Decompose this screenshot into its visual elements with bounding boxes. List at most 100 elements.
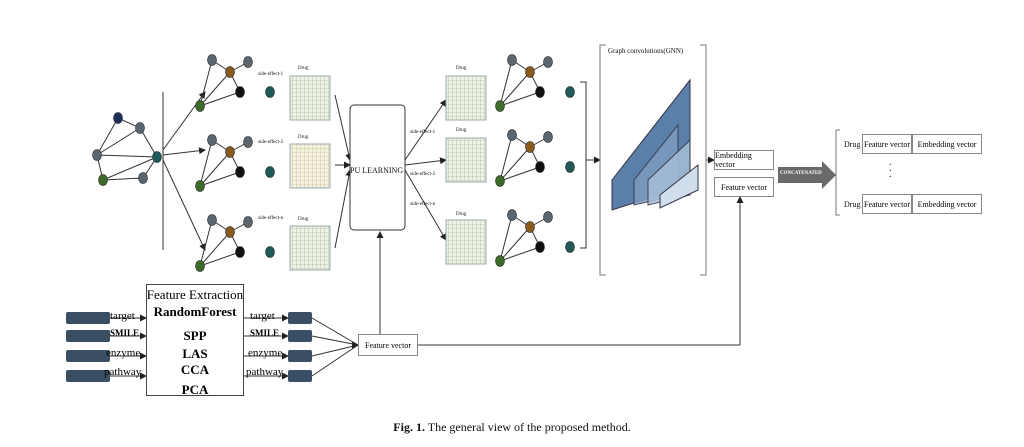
concatenated-label: CONCATENATED (780, 171, 822, 176)
matrix-label-4: Drug (456, 66, 467, 71)
subgraph-node (565, 86, 575, 98)
initial-graph-node (98, 174, 108, 186)
drug-i-embedding-vector: Embedding vector (912, 134, 982, 154)
gnn-planes (611, 78, 699, 211)
subgraph-edge (499, 246, 541, 262)
method-randomforest: RandomForest (153, 304, 237, 319)
subgraph-edge (199, 171, 241, 187)
side-effect-label-n: side-effect-n (258, 216, 284, 221)
input-pathway-label: pathway (104, 366, 142, 378)
matrix-side-effect-2 (289, 143, 331, 189)
subgraph-node (225, 146, 235, 158)
caption-label: Fig. 1. (393, 420, 425, 434)
subgraph-edge (499, 59, 513, 107)
side-effect-label-2: side-effect-2 (258, 140, 284, 145)
subgraph-node (195, 260, 205, 272)
output-bar (288, 370, 312, 382)
drug-j-label: Drug j (844, 200, 865, 209)
initial-graph-node (138, 172, 148, 184)
drug-j-feature-vector: Feature vector (862, 194, 912, 214)
subgraph-edge (499, 166, 541, 182)
subgraph-edge (199, 251, 241, 267)
subgraph-node (243, 56, 253, 68)
subgraph-node (507, 54, 517, 66)
to-feature-vector (311, 344, 359, 357)
subgraph-edge (199, 139, 213, 187)
gnn-bracket-left (599, 44, 606, 276)
matrix-pu-n (445, 219, 487, 265)
initial-graph-node (92, 149, 102, 161)
output-pathway-label: pathway (246, 366, 284, 378)
arrow-matrixn-pu (334, 169, 353, 249)
matrices (289, 75, 487, 271)
gnn-plane-4 (659, 163, 699, 209)
graph-nodes (66, 54, 575, 382)
matrix-label-6: Drug (456, 212, 467, 217)
matrix-pu-1 (445, 75, 487, 121)
subgraph-node (543, 211, 553, 223)
subgraph-node (535, 241, 545, 253)
subgraph-node (195, 180, 205, 192)
input-bar (66, 330, 110, 342)
subgraph-node (265, 246, 275, 258)
subgraph-node (225, 226, 235, 238)
subgraph-edge (499, 226, 531, 262)
initial-graph-node (152, 151, 162, 163)
subgraph-node (265, 166, 275, 178)
subgraph-node (525, 141, 535, 153)
subgraph-node (495, 175, 505, 187)
graph-edge (102, 177, 144, 181)
arrow-to-side-effect-n (162, 159, 206, 251)
subgraph-node (543, 56, 553, 68)
feature-vector-box-right: Feature vector (714, 177, 774, 197)
method-spp: SPP (183, 328, 207, 343)
subgraph-node (495, 100, 505, 112)
subgraph-node (265, 86, 275, 98)
subgraph-edge (499, 214, 513, 262)
drug-j-embedding-vector: Embedding vector (912, 194, 982, 214)
arrow-to-side-effect-2 (162, 147, 206, 156)
matrix-label-2: Drug (298, 135, 309, 140)
subgraph-edge (199, 71, 231, 107)
graph-edge (96, 117, 119, 156)
bracket-right-graphs (580, 81, 587, 249)
subgraph-node (225, 66, 235, 78)
subgraph-node (525, 221, 535, 233)
vertical-ellipsis: ... (889, 157, 892, 180)
subgraph-node (235, 246, 245, 258)
pu-learning-box (349, 104, 406, 231)
matrix-label-5: Drug (456, 128, 467, 133)
subgraph-node (535, 86, 545, 98)
subgraph-edge (499, 134, 513, 182)
to-feature-vector (311, 344, 359, 377)
side-effect-label-1: side-effect-1 (258, 72, 284, 77)
subgraph-node (565, 241, 575, 253)
graph-edge (96, 127, 141, 156)
method-cca: CCA (180, 362, 210, 377)
gnn-label: Graph convolutions(GNN) (608, 47, 684, 55)
subgraph-edge (199, 59, 213, 107)
output-bar (288, 350, 312, 362)
feature-extraction-title: Feature Extraction (146, 287, 244, 302)
input-bar (66, 312, 110, 324)
graph-edge (139, 127, 158, 158)
subgraph-node (207, 54, 217, 66)
subgraph-node (507, 129, 517, 141)
subgraph-edge (499, 146, 531, 182)
input-smile-label: SMILE (110, 328, 140, 338)
matrix-side-effect-n (289, 225, 331, 271)
output-smile-label: SMILE (250, 328, 280, 338)
graph-edge (102, 156, 158, 181)
matrix-label-1: Drug (298, 66, 309, 71)
subgraph-node (207, 214, 217, 226)
feature-extraction-box (146, 284, 244, 396)
subgraph-edge (499, 71, 531, 107)
subgraph-edge (499, 91, 541, 107)
subgraph-node (525, 66, 535, 78)
subgraph-edge (199, 151, 231, 187)
concatenated-arrow (778, 161, 836, 189)
graph-edge (96, 154, 158, 158)
subgraph-node (565, 161, 575, 173)
subgraph-node (235, 166, 245, 178)
initial-graph-node (113, 112, 123, 124)
